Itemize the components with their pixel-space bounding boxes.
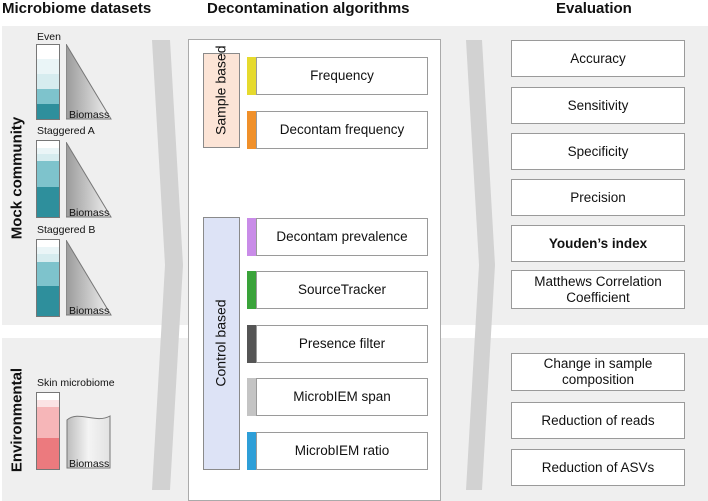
control-based-label: Control based xyxy=(212,299,229,387)
microbiem-span-color-bar xyxy=(247,378,256,416)
metric-reduction-of-reads: Reduction of reads xyxy=(511,402,685,439)
tube-skin xyxy=(36,392,60,470)
metric-sensitivity: Sensitivity xyxy=(511,87,685,124)
dataset-name-skin: Skin microbiome xyxy=(37,377,115,389)
decontam-prevalence-color-bar xyxy=(247,218,256,256)
decontam-frequency-color-bar xyxy=(247,111,256,149)
tube-even xyxy=(36,44,60,120)
environmental-label: Environmental xyxy=(8,367,26,473)
algorithm-microbiem-ratio: MicrobIEM ratio xyxy=(256,432,428,470)
dataset-name-even: Even xyxy=(37,31,61,43)
mock-community-label: Mock community xyxy=(8,116,26,240)
metric-precision: Precision xyxy=(511,179,685,216)
metric-change-in-composition: Change in sample composition xyxy=(511,353,685,391)
header-algorithms: Decontamination algorithms xyxy=(207,0,410,17)
algorithm-decontam-frequency: Decontam frequency xyxy=(256,111,428,149)
biomass-triangle-staggered-b xyxy=(66,240,112,316)
algorithm-microbiem-span: MicrobIEM span xyxy=(256,378,428,416)
metric-youdens-index: Youden’s index xyxy=(511,225,685,262)
algorithm-sourcetracker: SourceTracker xyxy=(256,271,428,309)
biomass-triangle-staggered-a xyxy=(66,142,112,218)
algorithm-decontam-prevalence: Decontam prevalence xyxy=(256,218,428,256)
metric-specificity: Specificity xyxy=(511,133,685,170)
metric-matthews-correlation: Matthews Correlation Coefficient xyxy=(511,270,685,309)
presence-filter-color-bar xyxy=(247,325,256,363)
sample-based-group xyxy=(203,53,240,148)
arrow-algorithms-to-evaluation xyxy=(466,40,495,490)
frequency-color-bar xyxy=(247,57,256,95)
biomass-shape-skin xyxy=(66,415,111,469)
dataset-name-staggered-b: Staggered B xyxy=(37,224,96,236)
sample-based-label: Sample based xyxy=(212,45,229,135)
biomass-triangle-even xyxy=(66,44,112,120)
metric-reduction-of-asvs: Reduction of ASVs xyxy=(511,449,685,486)
biomass-label-staggered-b: Biomass xyxy=(69,305,110,317)
algorithm-frequency: Frequency xyxy=(256,57,428,95)
control-based-group xyxy=(203,217,240,470)
dataset-name-staggered-a: Staggered A xyxy=(37,125,95,137)
biomass-label-skin: Biomass xyxy=(69,458,110,470)
tube-staggered-b xyxy=(36,239,60,317)
header-evaluation: Evaluation xyxy=(556,0,632,17)
tube-staggered-a xyxy=(36,140,60,218)
metric-accuracy: Accuracy xyxy=(511,40,685,77)
microbiem-ratio-color-bar xyxy=(247,432,256,470)
biomass-label-even: Biomass xyxy=(69,109,110,121)
biomass-label-staggered-a: Biomass xyxy=(69,207,110,219)
sourcetracker-color-bar xyxy=(247,271,256,309)
header-datasets: Microbiome datasets xyxy=(2,0,152,17)
arrow-datasets-to-algorithms xyxy=(152,40,183,490)
algorithm-presence-filter: Presence filter xyxy=(256,325,428,363)
